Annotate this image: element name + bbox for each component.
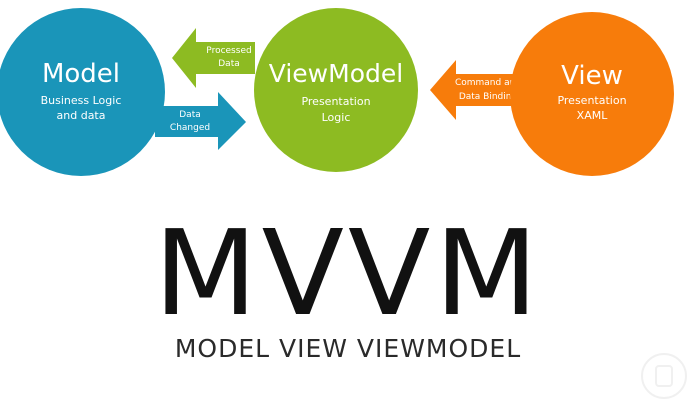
view-line1: Presentation bbox=[557, 94, 626, 107]
command-binding-arrow: Command and Data Binding bbox=[430, 60, 522, 120]
viewmodel-circle bbox=[254, 8, 418, 172]
changed-arrow-shape bbox=[155, 92, 246, 150]
changed-label-line1: Data bbox=[179, 110, 201, 120]
model-circle bbox=[0, 8, 165, 176]
command-label-line1: Command and bbox=[455, 78, 521, 88]
view-circle bbox=[510, 12, 674, 176]
changed-label-line2: Changed bbox=[170, 123, 210, 133]
viewmodel-title: ViewModel bbox=[269, 59, 403, 88]
watermark-icon bbox=[641, 353, 687, 399]
mvvm-subheading: MODEL VIEW VIEWMODEL bbox=[174, 334, 522, 363]
viewmodel-line2: Logic bbox=[322, 111, 351, 124]
model-node: Model Business Logic and data bbox=[0, 8, 165, 176]
model-line2: and data bbox=[57, 109, 106, 122]
processed-arrow-shape bbox=[172, 28, 255, 88]
model-line1: Business Logic bbox=[41, 94, 122, 107]
viewmodel-line1: Presentation bbox=[301, 95, 370, 108]
command-arrow-shape bbox=[430, 60, 522, 120]
command-label-line2: Data Binding bbox=[459, 92, 517, 102]
mvvm-heading: MVVM bbox=[153, 204, 543, 342]
processed-data-arrow: Processed Data bbox=[172, 28, 255, 88]
data-changed-arrow: Data Changed bbox=[155, 92, 246, 150]
model-title: Model bbox=[42, 59, 120, 89]
processed-label-line2: Data bbox=[218, 59, 240, 69]
view-line2: XAML bbox=[577, 109, 609, 122]
viewmodel-node: ViewModel Presentation Logic bbox=[254, 8, 418, 172]
view-node: View Presentation XAML bbox=[510, 12, 674, 176]
view-title: View bbox=[561, 61, 623, 91]
processed-label-line1: Processed bbox=[206, 46, 251, 56]
